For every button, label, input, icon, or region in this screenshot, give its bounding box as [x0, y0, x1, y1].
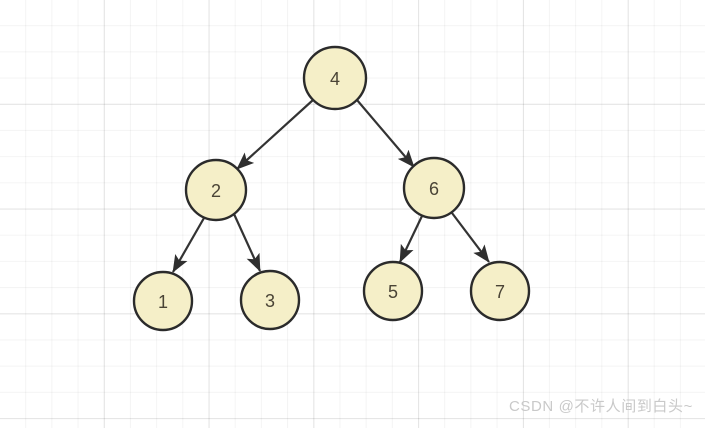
- tree-node-7[interactable]: 7: [469, 260, 531, 322]
- edge-6-to-7: [451, 212, 490, 263]
- node-circle-1[interactable]: [132, 270, 194, 332]
- tree-node-3[interactable]: 3: [239, 269, 301, 331]
- node-circle-4[interactable]: [302, 45, 368, 111]
- node-circle-6[interactable]: [402, 156, 466, 220]
- node-label-2: 2: [211, 181, 221, 201]
- tree-node-6[interactable]: 6: [402, 156, 466, 220]
- node-label-6: 6: [429, 179, 439, 199]
- edge-2-to-3: [232, 213, 262, 272]
- node-label-3: 3: [265, 291, 275, 311]
- node-circle-3[interactable]: [239, 269, 301, 331]
- nodes-layer: 4 2 6 1 3 5 7: [132, 45, 531, 332]
- tree-node-5[interactable]: 5: [362, 260, 424, 322]
- watermark-text: CSDN @不许人间到白头~: [508, 398, 693, 415]
- tree-node-2[interactable]: 2: [184, 158, 248, 222]
- node-circle-7[interactable]: [469, 260, 531, 322]
- edge-2-to-1: [172, 217, 205, 273]
- node-circle-2[interactable]: [184, 158, 248, 222]
- node-label-5: 5: [388, 282, 398, 302]
- node-label-1: 1: [158, 292, 168, 312]
- edge-4-to-6: [356, 99, 415, 168]
- node-label-7: 7: [495, 282, 505, 302]
- tree-node-1[interactable]: 1: [132, 270, 194, 332]
- node-circle-5[interactable]: [362, 260, 424, 322]
- edge-6-to-5: [399, 215, 423, 263]
- edges-layer: [172, 99, 490, 273]
- node-label-4: 4: [330, 69, 340, 89]
- tree-node-4[interactable]: 4: [302, 45, 368, 111]
- edge-4-to-2: [236, 99, 314, 170]
